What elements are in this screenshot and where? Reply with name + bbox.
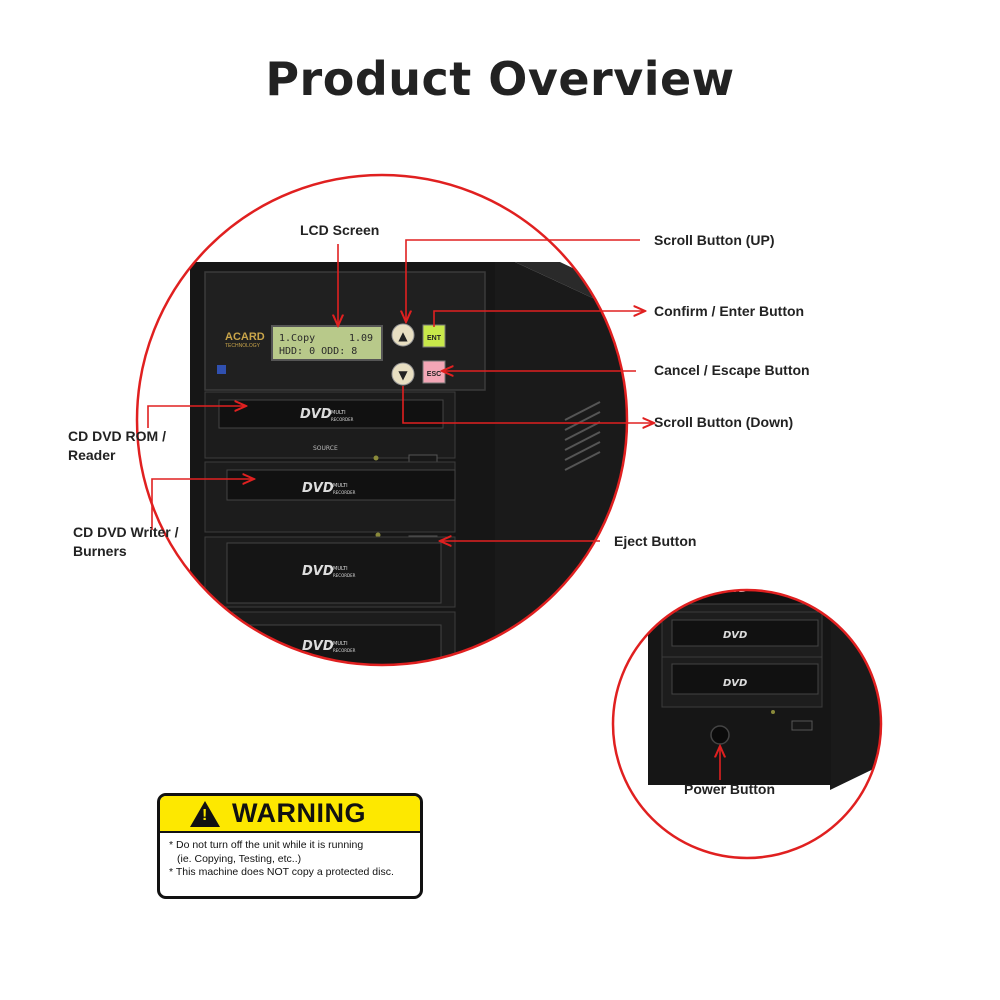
svg-text:MULTI: MULTI <box>333 641 348 647</box>
svg-text:RECORDER: RECORDER <box>331 417 354 422</box>
svg-text:DVD: DVD <box>302 639 334 654</box>
svg-text:RECORDER: RECORDER <box>333 573 356 578</box>
lcd-line1-left: 1.Copy <box>279 333 315 344</box>
warning-triangle-icon: ! <box>190 800 220 827</box>
svg-text:DVD: DVD <box>723 630 747 641</box>
magnifier-ring-large <box>135 173 629 667</box>
label-lcd-screen: LCD Screen <box>300 222 380 238</box>
brand-sub: TECHNOLOGY <box>225 343 261 349</box>
callout-writer-line <box>151 479 254 530</box>
page-title: Product Overview <box>265 52 735 106</box>
label-scroll-down: Scroll Button (Down) <box>654 414 794 430</box>
svg-text:MULTI: MULTI <box>331 410 346 416</box>
svg-text:MULTI: MULTI <box>333 483 348 489</box>
label-scroll-up: Scroll Button (UP) <box>654 232 775 248</box>
label-writers: CD DVD Writer / Burners <box>73 524 179 559</box>
callout-scroll-down-line <box>402 386 654 423</box>
label-reader: CD DVD ROM / Reader <box>68 428 166 463</box>
callout-lines <box>147 239 720 780</box>
warning-line-3: * This machine does NOT copy a protected… <box>169 866 394 878</box>
scroll-down-button <box>391 362 415 386</box>
magnified-base: DVD DVD DVD <box>613 584 881 858</box>
usb-badge-icon <box>217 365 226 374</box>
svg-text:DVD: DVD <box>723 678 747 689</box>
svg-text:DVD: DVD <box>302 564 334 579</box>
side-vent <box>564 401 601 471</box>
magnifier-ring-small <box>611 588 883 860</box>
callout-confirm-line <box>433 311 645 327</box>
svg-text:▲: ▲ <box>398 329 408 343</box>
warning-header: ! WARNING <box>160 796 420 833</box>
magnified-front-panel: 1.Copy 1.09 HDD: 0 ODD: 8 ACARD TECHNOLO… <box>137 175 627 665</box>
svg-text:▼: ▼ <box>398 368 408 382</box>
svg-text:DVD: DVD <box>300 407 332 422</box>
brand-logo: ACARD <box>225 331 265 343</box>
lcd-line2: HDD: 0 ODD: 8 <box>279 346 357 357</box>
label-cancel: Cancel / Escape Button <box>654 362 810 378</box>
label-eject: Eject Button <box>614 533 697 549</box>
callout-scroll-up-line <box>406 239 640 322</box>
svg-text:MULTI: MULTI <box>333 566 348 572</box>
warning-line-1: * Do not turn off the unit while it is r… <box>169 839 364 851</box>
warning-title: WARNING <box>232 798 366 828</box>
warning-line-2: (ie. Copying, Testing, etc..) <box>177 852 302 865</box>
lcd-screen <box>271 325 383 361</box>
svg-text:SOURCE: SOURCE <box>313 445 338 452</box>
callout-reader-line <box>147 406 246 428</box>
writer-drive-1: DVD MULTI RECORDER <box>204 461 456 549</box>
svg-text:DVD: DVD <box>302 481 334 496</box>
label-power: Power Button <box>684 781 775 797</box>
warning-sticker: ! WARNING * Do not turn off the unit whi… <box>157 793 423 899</box>
power-button <box>710 725 730 745</box>
svg-text:DVD: DVD <box>723 584 747 595</box>
base-drive-3: DVD <box>661 656 823 731</box>
reader-drive: DVD MULTI RECORDER SOURCE <box>204 391 456 468</box>
svg-text:ESC: ESC <box>427 371 441 378</box>
warning-body: * Do not turn off the unit while it is r… <box>160 833 420 880</box>
svg-text:ENT: ENT <box>427 335 442 342</box>
label-confirm: Confirm / Enter Button <box>654 303 805 319</box>
scroll-up-button <box>391 323 415 347</box>
lcd-line1-right: 1.09 <box>349 333 373 344</box>
svg-text:RECORDER: RECORDER <box>333 490 356 495</box>
svg-text:RECORDER: RECORDER <box>333 648 356 653</box>
writer-drive-2: DVD MULTI RECORDER <box>204 536 456 630</box>
